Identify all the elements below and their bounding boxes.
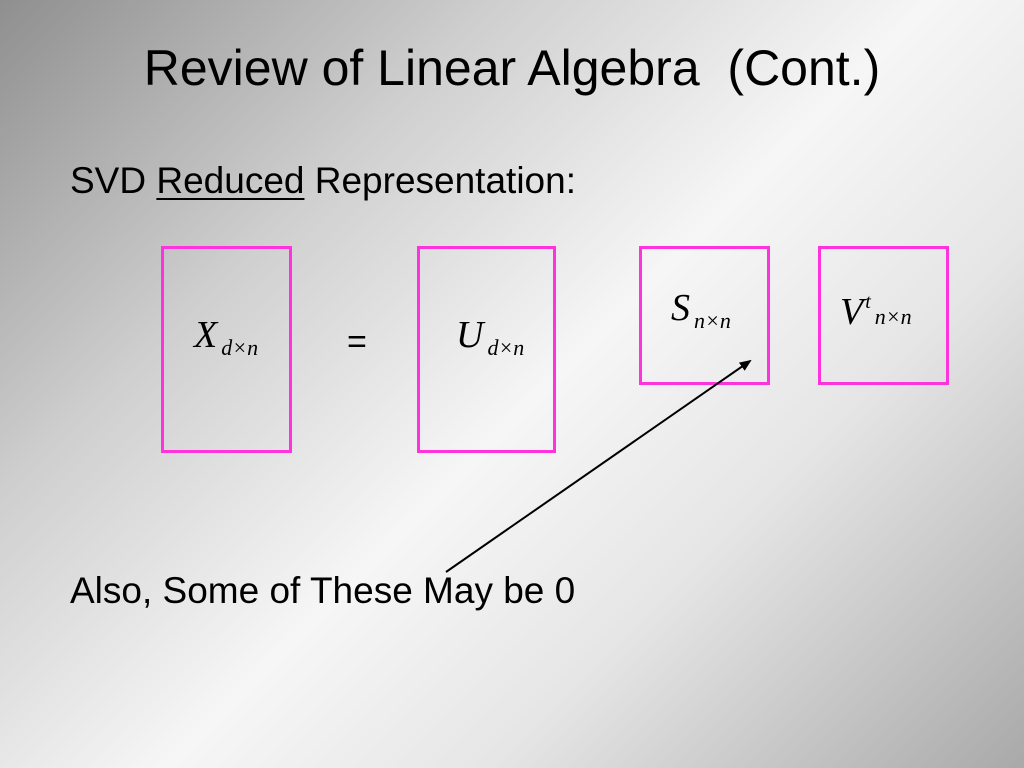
matrix-u-subscript: d×n xyxy=(487,335,525,360)
matrix-x-box xyxy=(161,246,292,453)
matrix-v-subscript: n×n xyxy=(874,304,912,329)
equals-sign: = xyxy=(347,323,367,361)
matrix-u-symbol: U xyxy=(456,314,484,356)
subtitle-prefix: SVD xyxy=(70,160,157,201)
matrix-v-box xyxy=(818,246,949,385)
matrix-s-symbol: S xyxy=(671,287,690,329)
matrix-v-superscript: t xyxy=(865,291,871,313)
subtitle-underlined-word: Reduced xyxy=(156,160,305,201)
slide-subtitle: SVD Reduced Representation: xyxy=(70,156,576,206)
slide-title: Review of Linear Algebra (Cont.) xyxy=(143,40,881,96)
matrix-s-subscript: n×n xyxy=(694,308,731,333)
matrix-x-symbol: X xyxy=(194,314,218,356)
subtitle-suffix: Representation: xyxy=(304,160,576,201)
matrix-v-symbol: V xyxy=(840,291,864,333)
matrix-x-subscript: d×n xyxy=(221,335,259,360)
slide-note: Also, Some of These May be 0 xyxy=(70,570,576,611)
